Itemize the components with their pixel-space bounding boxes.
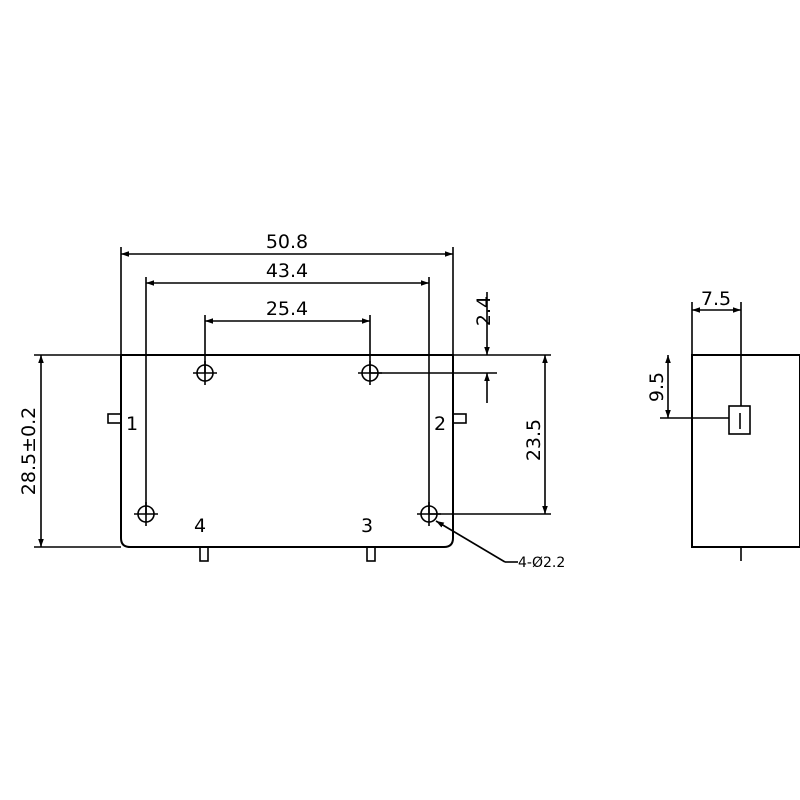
dim-overall-width: 50.8 [120,231,454,355]
pin-label-1: 1 [126,413,138,435]
dim-pin-offset-y: 9.5 [646,355,729,419]
dim-pin-offset-x: 7.5 [691,288,742,406]
dim-height: 28.5±0.2 [18,354,121,548]
front-view: 1 2 3 4 50.8 43.4 25.4 [18,231,565,571]
right-tab [452,413,467,424]
dim-hole-span-outer-label: 43.4 [266,260,308,282]
side-view: 7.5 9.5 [646,288,800,561]
dim-height-label: 28.5±0.2 [18,407,40,495]
pin-label-3: 3 [361,515,373,537]
hole-callout: 4-Ø2.2 [435,520,565,571]
hole-callout-label: 4-Ø2.2 [518,555,565,571]
pin-label-2: 2 [434,413,446,435]
pin-label-4: 4 [194,515,206,537]
dim-hole-span-inner-label: 25.4 [266,298,308,320]
dim-pin-offset-x-label: 7.5 [701,288,731,310]
bottom-pin-left [199,546,209,562]
dim-pin-offset-y-label: 9.5 [646,372,668,402]
dim-hole-offset-top-label: 2.4 [473,296,495,326]
dim-hole-span-outer: 43.4 [145,260,430,514]
dim-hole-span-inner: 25.4 [204,298,371,373]
relay-body-outline [120,354,454,548]
dim-overall-width-label: 50.8 [266,231,308,253]
dim-hole-span-vertical-label: 23.5 [523,419,545,461]
dim-hole-span-vertical: 23.5 [429,354,551,515]
bottom-pin-right [366,546,376,562]
side-terminal [728,405,751,435]
side-body-outline [691,354,800,548]
left-tab [107,413,122,424]
dim-hole-offset-top: 2.4 [370,292,497,403]
